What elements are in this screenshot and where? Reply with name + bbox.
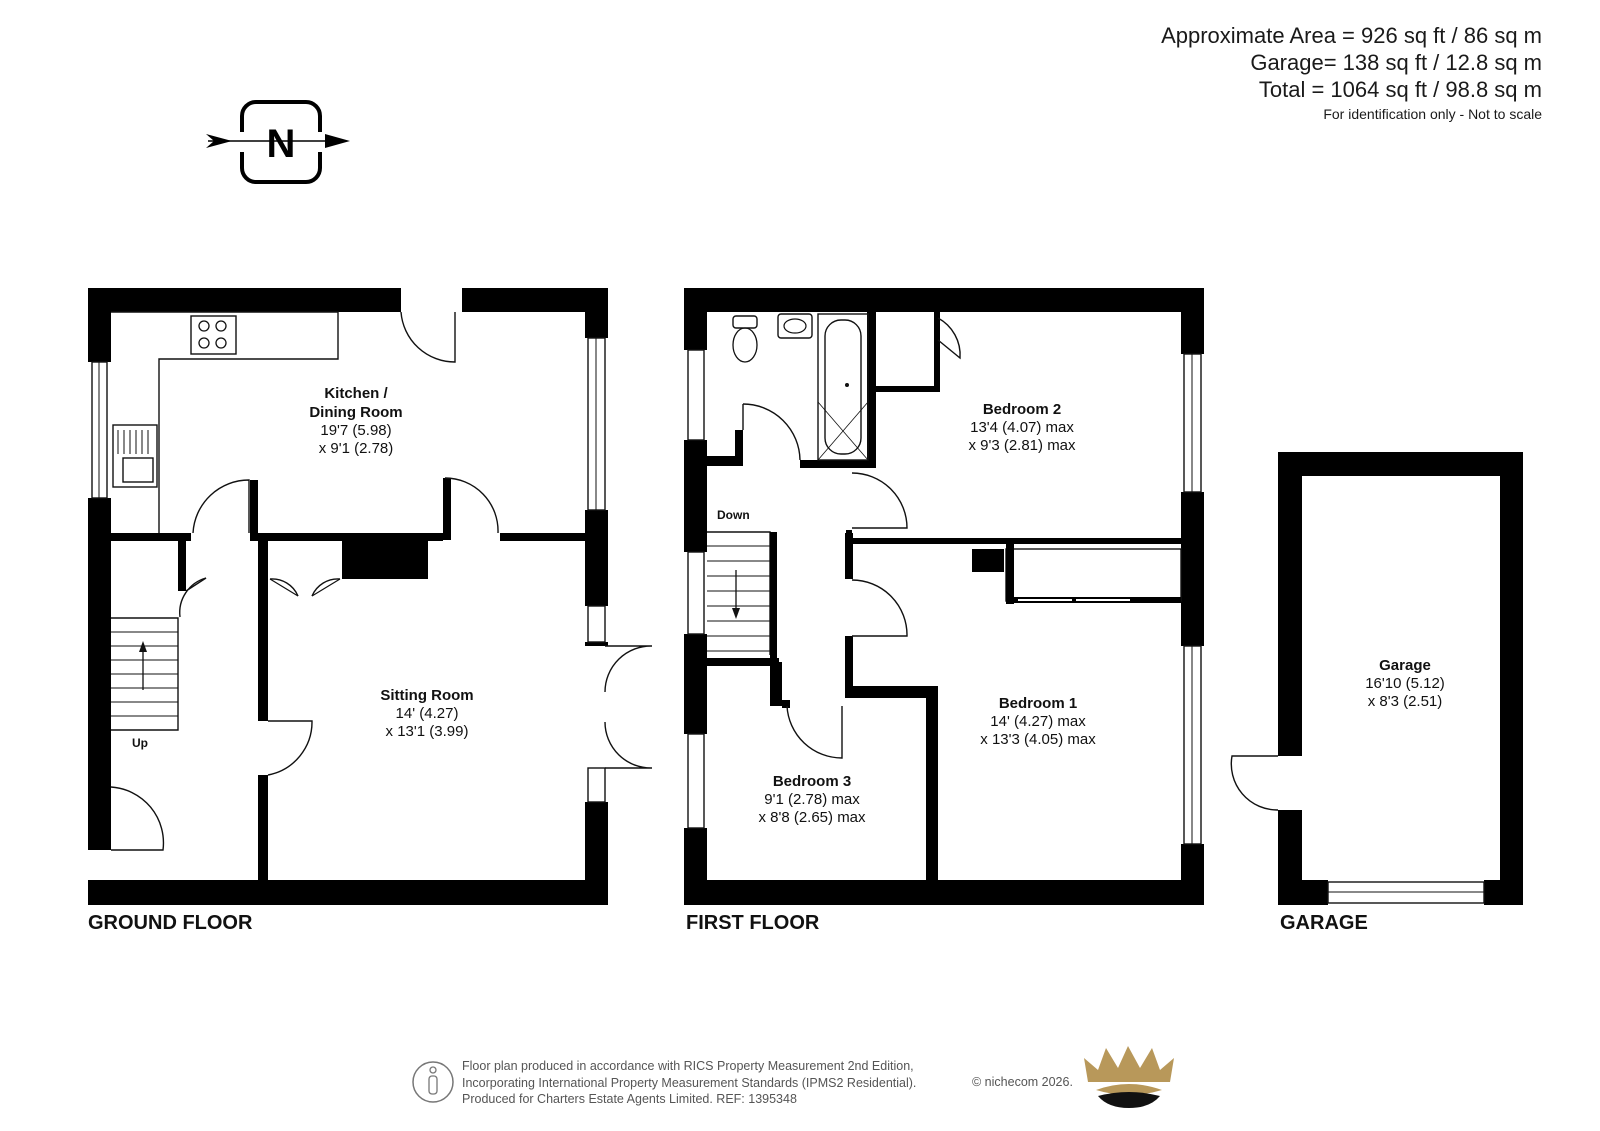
ground-floor-plan: Up Kitchen / Dining Room 19'7 (5.98) x 9… [88,288,653,934]
bedroom1-dim-1: 14' (4.27) max [990,713,1086,730]
stairs-up-label: Up [132,736,148,750]
kitchen-name-1: Kitchen / [324,385,388,402]
total-area: Total = 1064 sq ft / 98.8 sq m [1258,77,1542,102]
bedroom3-name: Bedroom 3 [773,773,851,790]
sitting-room-dim-2: x 13'1 (3.99) [386,723,469,740]
garage-name: Garage [1379,657,1431,674]
compass-letter: N [267,122,296,166]
kitchen-dim-1: 19'7 (5.98) [320,422,391,439]
garage-dim-1: 16'10 (5.12) [1365,675,1445,692]
bedroom3-dim-1: 9'1 (2.78) max [764,791,860,808]
sitting-room-dim-1: 14' (4.27) [396,705,459,722]
first-floor-title: FIRST FLOOR [686,912,820,934]
kitchen-name-2: Dining Room [309,404,402,421]
footer-notice: Floor plan produced in accordance with R… [462,1058,916,1108]
crown-logo-icon [1084,1046,1174,1108]
bedroom1-name: Bedroom 1 [999,695,1077,712]
bedroom3-dim-2: x 8'8 (2.65) max [758,809,866,826]
footer-line-2: Incorporating International Property Mea… [462,1075,917,1090]
approximate-area: Approximate Area = 926 sq ft / 86 sq m [1161,23,1542,48]
person-info-icon [412,1061,454,1103]
garage-dim-2: x 8'3 (2.51) [1368,693,1443,710]
bedroom2-dim-1: 13'4 (4.07) max [970,419,1074,436]
bedroom2-name: Bedroom 2 [983,401,1061,418]
first-floor-plan: Down Bedroom 2 13'4 (4.07) max x 9'3 (2.… [684,288,1204,934]
ground-floor-title: GROUND FLOOR [88,912,253,934]
garage-title: GARAGE [1280,912,1368,934]
footer-line-1: Floor plan produced in accordance with R… [462,1059,914,1073]
garage-area: Garage= 138 sq ft / 12.8 sq m [1250,50,1542,75]
area-summary: Approximate Area = 926 sq ft / 86 sq m G… [1161,22,1542,125]
copyright: © nichecom 2026. [972,1075,1073,1089]
sitting-room-name: Sitting Room [380,687,473,704]
north-compass-icon: N [206,100,350,184]
garage-plan: Garage 16'10 (5.12) x 8'3 (2.51) GARAGE [1230,452,1523,934]
kitchen-dim-2: x 9'1 (2.78) [319,440,394,457]
scale-note: For identification only - Not to scale [1323,106,1542,122]
footer-line-3: Produced for Charters Estate Agents Limi… [462,1092,797,1106]
bedroom2-dim-2: x 9'3 (2.81) max [968,437,1076,454]
stairs-down-label: Down [717,508,750,522]
bedroom1-dim-2: x 13'3 (4.05) max [980,731,1096,748]
